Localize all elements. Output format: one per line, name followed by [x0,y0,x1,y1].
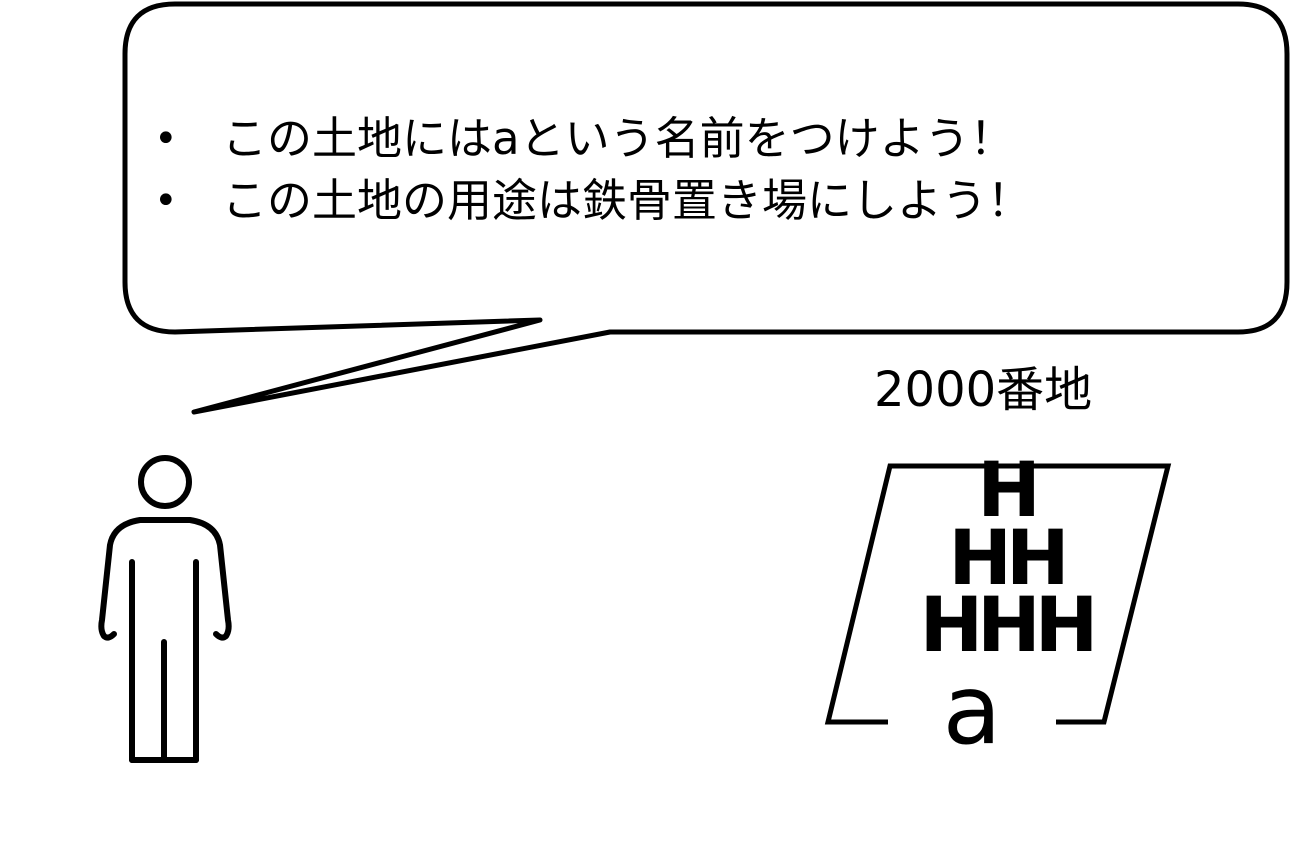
bullet-icon: • [154,178,178,224]
speech-line-2: • この土地の用途は鉄骨置き場にしよう！ [150,170,1032,232]
bullet-icon: • [154,116,178,162]
speech-line-2-text: この土地の用途は鉄骨置き場にしよう！ [222,174,1033,227]
steel-beam-row-2: HH [948,513,1069,602]
speech-line-1: • この土地にはaという名前をつけよう！ [150,108,1032,170]
land-address-label: 2000番地 [874,362,1093,418]
speech-line-1-text: この土地にはaという名前をつけよう！ [222,112,1015,165]
steel-beam-row-1: H [977,445,1041,534]
speech-bubble-text: • この土地にはaという名前をつけよう！ • この土地の用途は鉄骨置き場にしよう… [150,108,1032,232]
person-icon [98,455,232,763]
land-parcel-icon [824,463,1172,725]
steel-beam-row-3: HHH [919,580,1099,669]
land-name-label: a [942,654,1002,766]
speech-bubble-icon [122,1,1290,415]
